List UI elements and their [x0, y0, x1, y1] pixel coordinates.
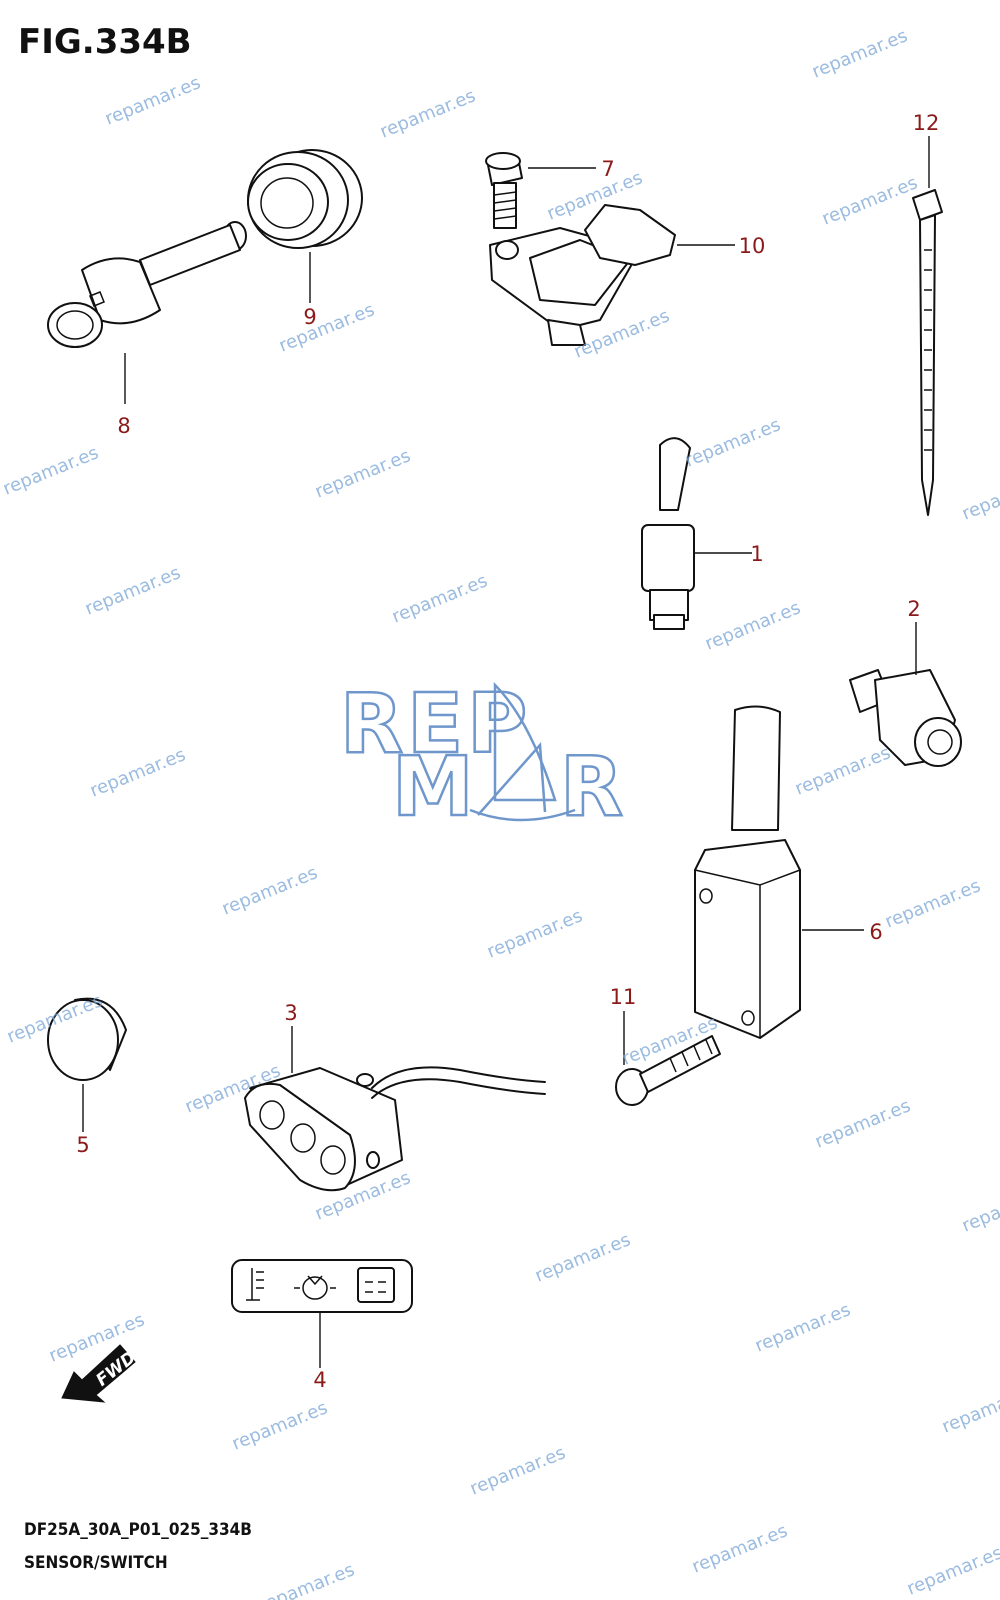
svg-text:repamar.es: repamar.es — [689, 1520, 791, 1577]
part-11-bolt — [615, 1035, 721, 1106]
svg-text:repamar.es: repamar.es — [959, 467, 1000, 524]
svg-text:repamar.es: repamar.es — [792, 742, 894, 799]
callout-9: 9 — [303, 305, 316, 329]
callout-12: 12 — [913, 111, 940, 135]
callouts: 1 2 3 4 5 6 7 8 9 10 11 12 — [76, 111, 939, 1392]
svg-text:repamar.es: repamar.es — [256, 1559, 358, 1600]
svg-text:repamar.es: repamar.es — [82, 562, 184, 619]
repamar-logo: REP M R — [339, 676, 627, 837]
leader-lines — [82, 136, 930, 1368]
figure-title: FIG.334B — [18, 22, 192, 62]
svg-text:repamar.es: repamar.es — [819, 172, 921, 229]
svg-text:repamar.es: repamar.es — [702, 597, 804, 654]
callout-7: 7 — [601, 157, 614, 181]
svg-text:repamar.es: repamar.es — [752, 1299, 854, 1356]
svg-text:repamar.es: repamar.es — [682, 414, 784, 471]
svg-text:repamar.es: repamar.es — [377, 85, 479, 142]
svg-text:repamar.es: repamar.es — [219, 862, 321, 919]
part-5-cap — [47, 997, 127, 1081]
callout-4: 4 — [313, 1368, 326, 1392]
svg-text:repamar.es: repamar.es — [809, 25, 911, 82]
svg-text:repamar.es: repamar.es — [467, 1442, 569, 1499]
callout-5: 5 — [76, 1133, 89, 1157]
callout-1: 1 — [750, 542, 763, 566]
section-title: SENSOR/SWITCH — [24, 1553, 168, 1573]
svg-text:repamar.es: repamar.es — [532, 1229, 634, 1286]
svg-text:repamar.es: repamar.es — [939, 1380, 1000, 1437]
callout-6: 6 — [869, 920, 882, 944]
callout-11: 11 — [610, 985, 637, 1009]
svg-text:repamar.es: repamar.es — [389, 570, 491, 627]
callout-2: 2 — [907, 597, 920, 621]
diagram-code: DF25A_30A_P01_025_334B — [24, 1520, 252, 1540]
svg-text:repamar.es: repamar.es — [904, 1542, 1000, 1599]
svg-text:repamar.es: repamar.es — [276, 299, 378, 356]
svg-text:REP: REP — [340, 677, 531, 772]
svg-text:repamar.es: repamar.es — [312, 445, 414, 502]
part-12-cable-tie — [912, 189, 943, 516]
svg-text:repamar.es: repamar.es — [229, 1397, 331, 1454]
part-2-sensor — [849, 669, 962, 767]
svg-text:repamar.es: repamar.es — [87, 744, 189, 801]
svg-text:repamar.es: repamar.es — [882, 875, 984, 932]
svg-text:M: M — [392, 740, 478, 835]
part-8-sensor — [47, 221, 247, 348]
svg-text:repamar.es: repamar.es — [0, 442, 102, 499]
svg-text:R: R — [560, 740, 627, 835]
callout-3: 3 — [284, 1001, 297, 1025]
part-1-sensor — [641, 437, 695, 630]
part-3-indicator — [244, 1066, 546, 1192]
callout-10: 10 — [739, 234, 766, 258]
svg-text:repamar.es: repamar.es — [102, 72, 204, 129]
part-4-label-plate — [231, 1259, 413, 1313]
svg-text:repamar.es: repamar.es — [812, 1095, 914, 1152]
svg-text:repamar.es: repamar.es — [959, 1179, 1000, 1236]
part-7-bolt — [485, 152, 523, 229]
callout-8: 8 — [117, 414, 130, 438]
svg-text:repamar.es: repamar.es — [484, 905, 586, 962]
part-9-grommet — [247, 149, 363, 249]
part-6-box — [694, 705, 801, 1039]
part-10-map-sensor — [489, 204, 676, 346]
